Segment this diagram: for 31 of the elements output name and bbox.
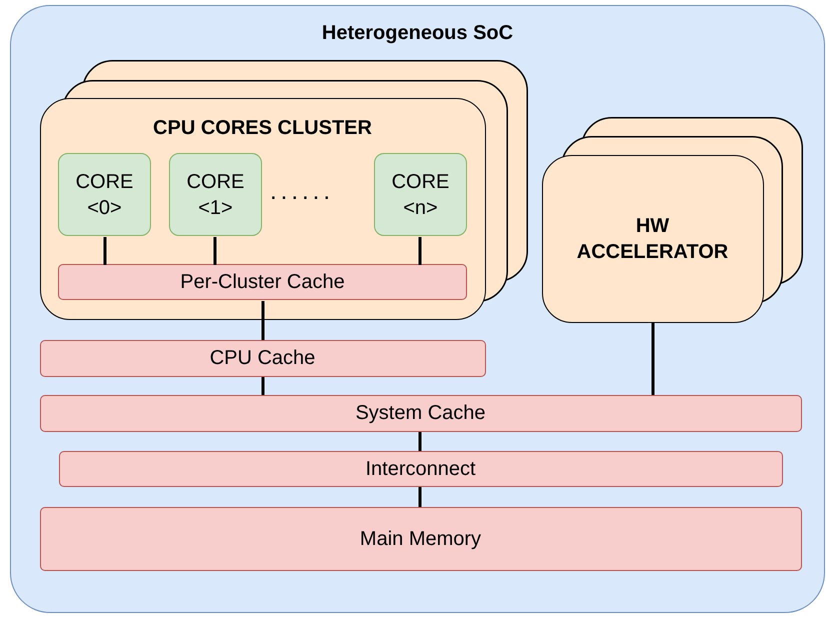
box-label: Heterogeneous SoC: [322, 22, 514, 44]
box-label: CPU Cache: [210, 346, 316, 371]
cache-bar: [40, 340, 486, 376]
memory-bar: [40, 506, 802, 570]
box-label: Main Memory: [360, 526, 482, 552]
box-label: CORE <1>: [186, 170, 246, 220]
connector-line: [262, 301, 264, 340]
box-label: CORE <n>: [390, 170, 450, 220]
accelerator-box: [542, 154, 764, 322]
box-label: Interconnect: [365, 456, 476, 482]
connector-line: [418, 432, 422, 451]
cluster-box: [40, 98, 486, 320]
box-label: CORE <0>: [74, 170, 134, 220]
box-label: CPU CORES CLUSTER: [153, 116, 372, 138]
cache-bar: [58, 264, 467, 300]
interconnect-bar: [58, 450, 782, 486]
box-label: System Cache: [355, 401, 486, 426]
connector-line: [418, 237, 422, 265]
core-box: [58, 153, 151, 236]
connector-line: [652, 323, 654, 395]
core-box: [374, 153, 467, 236]
connector-line: [214, 237, 216, 265]
core-box: [169, 153, 262, 236]
soc-container: [10, 5, 825, 613]
ellipsis-label: ......: [270, 178, 334, 206]
cache-bar: [40, 394, 802, 432]
connector-line: [104, 237, 106, 265]
box-label: Per-Cluster Cache: [180, 270, 345, 295]
box-label: HW ACCELERATOR: [576, 214, 730, 264]
connector-line: [262, 377, 264, 395]
connector-line: [418, 487, 422, 507]
